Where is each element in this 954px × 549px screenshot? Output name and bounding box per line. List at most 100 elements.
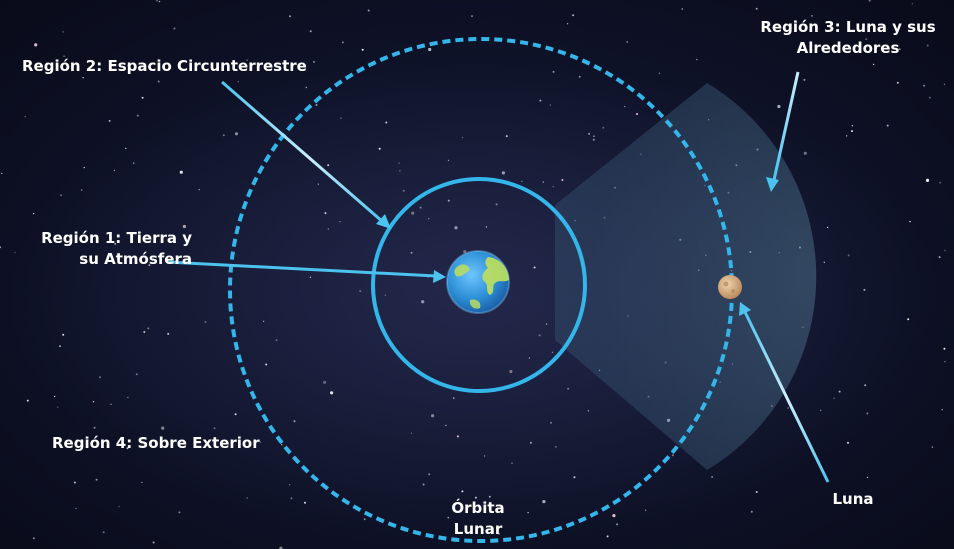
star bbox=[156, 0, 158, 2]
star bbox=[398, 162, 400, 164]
region2-label: Región 2: Espacio Circunterrestre bbox=[22, 57, 307, 75]
star bbox=[938, 256, 941, 259]
star bbox=[898, 48, 901, 51]
star bbox=[265, 363, 268, 366]
star bbox=[305, 86, 307, 89]
star bbox=[542, 181, 544, 183]
star bbox=[428, 473, 431, 476]
star bbox=[384, 294, 386, 296]
star bbox=[419, 206, 422, 209]
star bbox=[92, 401, 95, 403]
star bbox=[864, 384, 867, 387]
star bbox=[566, 23, 569, 25]
star bbox=[234, 413, 237, 416]
star bbox=[909, 220, 911, 223]
star bbox=[73, 481, 76, 484]
star bbox=[578, 75, 581, 78]
star bbox=[495, 203, 498, 206]
star bbox=[152, 541, 155, 544]
star bbox=[851, 125, 854, 127]
star bbox=[125, 147, 127, 150]
star bbox=[501, 171, 505, 175]
star bbox=[32, 212, 35, 215]
star bbox=[474, 496, 477, 499]
star bbox=[488, 495, 491, 498]
star bbox=[823, 261, 825, 263]
star bbox=[866, 476, 869, 479]
star bbox=[53, 395, 56, 398]
star bbox=[538, 334, 541, 337]
star bbox=[755, 491, 758, 493]
star bbox=[447, 199, 450, 202]
star bbox=[93, 426, 96, 429]
star bbox=[645, 509, 647, 511]
star bbox=[447, 517, 449, 519]
star bbox=[133, 162, 135, 164]
star bbox=[550, 421, 552, 424]
star bbox=[552, 186, 554, 188]
star bbox=[485, 226, 488, 228]
moon-icon bbox=[718, 275, 742, 299]
star bbox=[872, 63, 875, 66]
star bbox=[509, 369, 513, 374]
arrow-region2 bbox=[221, 80, 391, 229]
star bbox=[636, 113, 638, 115]
star bbox=[755, 7, 758, 10]
star bbox=[671, 454, 674, 457]
star bbox=[330, 391, 334, 395]
circumterrestrial-ring bbox=[371, 177, 587, 393]
star bbox=[411, 211, 415, 215]
star bbox=[24, 116, 26, 118]
star bbox=[147, 327, 150, 330]
star bbox=[315, 104, 318, 106]
star bbox=[711, 476, 714, 478]
star bbox=[341, 41, 344, 44]
star bbox=[246, 497, 248, 499]
star bbox=[421, 300, 425, 304]
star bbox=[696, 58, 698, 61]
star bbox=[110, 403, 112, 405]
star bbox=[57, 406, 59, 408]
star bbox=[158, 0, 161, 3]
star bbox=[552, 70, 555, 73]
region3-label-line2: Alrededores bbox=[796, 39, 900, 57]
star bbox=[931, 446, 934, 448]
star bbox=[327, 228, 329, 230]
star bbox=[422, 483, 425, 486]
star bbox=[505, 135, 508, 138]
star bbox=[167, 332, 170, 335]
star bbox=[847, 441, 849, 444]
star bbox=[262, 320, 265, 323]
star bbox=[410, 432, 413, 434]
star bbox=[32, 537, 35, 540]
star bbox=[14, 251, 16, 254]
star bbox=[551, 351, 554, 353]
star bbox=[148, 264, 151, 267]
star bbox=[463, 250, 467, 254]
star bbox=[624, 105, 626, 108]
star bbox=[178, 511, 181, 514]
arrow-moon bbox=[739, 302, 830, 483]
star bbox=[304, 501, 306, 504]
star bbox=[279, 546, 283, 549]
star bbox=[114, 242, 117, 245]
star bbox=[447, 159, 450, 162]
star bbox=[863, 288, 866, 291]
star bbox=[399, 170, 401, 172]
star bbox=[363, 518, 366, 521]
arrow-region3 bbox=[766, 71, 800, 192]
star bbox=[539, 99, 542, 102]
star bbox=[259, 441, 262, 443]
star bbox=[428, 218, 430, 220]
star bbox=[461, 136, 464, 139]
star bbox=[911, 3, 914, 5]
star bbox=[587, 410, 589, 412]
star bbox=[868, 0, 871, 2]
star bbox=[309, 276, 312, 278]
star bbox=[99, 376, 101, 379]
star bbox=[445, 424, 447, 427]
star bbox=[431, 414, 435, 418]
star bbox=[141, 481, 143, 484]
star bbox=[108, 119, 111, 122]
